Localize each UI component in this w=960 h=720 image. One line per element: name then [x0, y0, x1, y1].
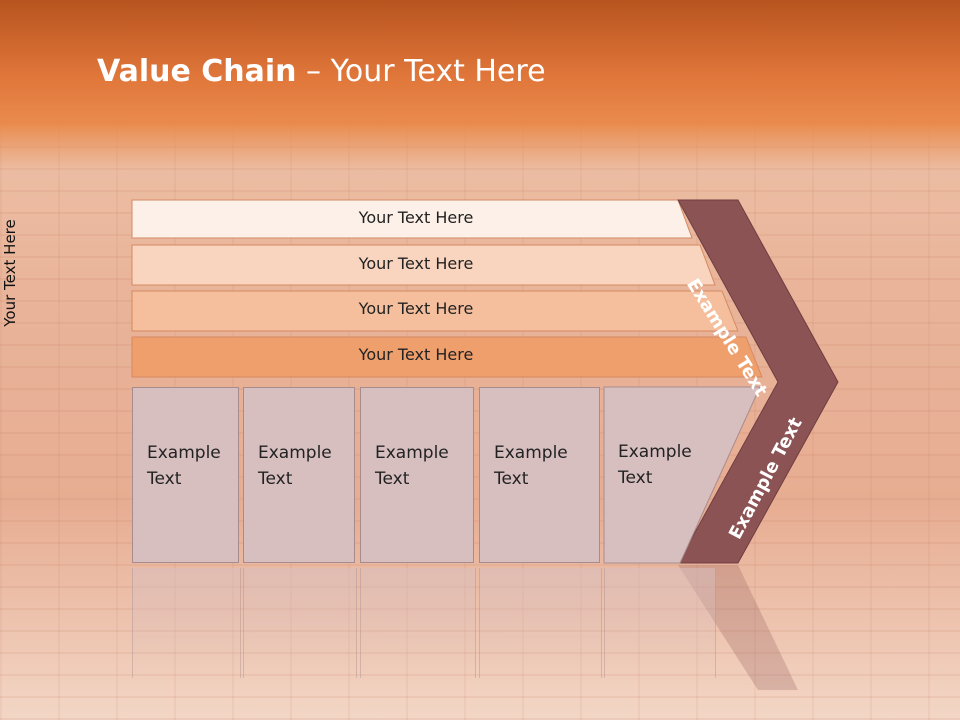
bar-shape-2 — [131, 244, 716, 286]
bar-4: Your Text Here — [132, 337, 702, 375]
bar-4-label: Your Text Here — [358, 345, 474, 364]
bar-3: Your Text Here — [132, 291, 702, 329]
column-3-reflection — [360, 568, 476, 678]
title-rest: – Your Text Here — [296, 54, 546, 89]
bar-shape-3 — [131, 290, 739, 332]
title-bold: Value Chain — [97, 54, 297, 89]
column-shape-5 — [603, 386, 761, 564]
column-2-reflection — [243, 568, 357, 678]
header-band — [0, 0, 960, 170]
bar-2: Your Text Here — [132, 246, 702, 284]
bar-1: Your Text Here — [132, 200, 702, 238]
column-5-reflection — [604, 568, 716, 678]
bar-2-label: Your Text Here — [358, 254, 474, 273]
bar-1-label: Your Text Here — [358, 208, 474, 227]
bar-3-label: Your Text Here — [358, 299, 474, 318]
bar-shape-1 — [131, 199, 693, 239]
slide-title: Value Chain – Your Text Here — [97, 54, 546, 89]
chevron-arrow — [677, 199, 839, 564]
bar-shape-4 — [131, 336, 763, 378]
column-1-reflection — [132, 568, 241, 678]
column-4-reflection — [479, 568, 602, 678]
